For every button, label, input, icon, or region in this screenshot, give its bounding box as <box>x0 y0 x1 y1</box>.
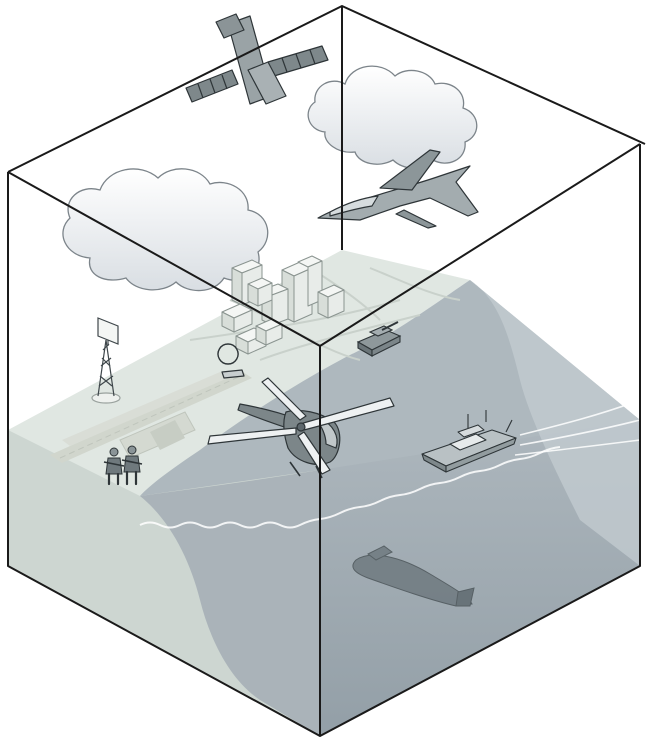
shallow-water <box>470 280 640 566</box>
cloud-icon <box>62 65 478 292</box>
wake-lines <box>514 399 641 456</box>
fighter-jet-icon <box>317 149 479 229</box>
radar-tower-icon <box>91 317 121 404</box>
satellite-icon <box>185 13 329 105</box>
patrol-boat-icon <box>421 410 517 473</box>
waterline-wave <box>139 446 561 529</box>
sea-left-face <box>140 470 320 736</box>
runway <box>50 370 252 463</box>
soldiers-icon <box>103 445 143 486</box>
submarine-icon <box>352 545 475 607</box>
helicopter-icon <box>207 343 395 479</box>
tank-icon <box>356 321 402 357</box>
airspace-cube-outline <box>7 5 646 737</box>
